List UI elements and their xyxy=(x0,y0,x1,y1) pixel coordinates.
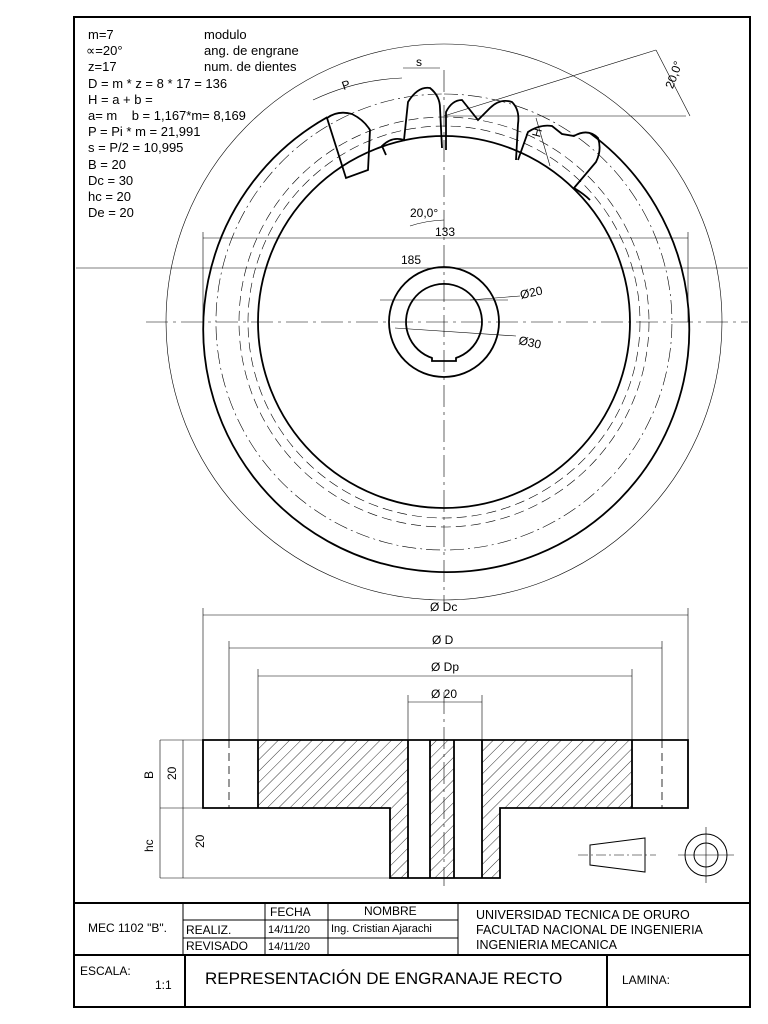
label-dia-20: Ø20 xyxy=(519,283,544,301)
title-block xyxy=(74,902,750,1007)
label-B-value: 20 xyxy=(165,766,179,780)
label-Dp: Ø Dp xyxy=(431,660,459,674)
title-block-text: MEC 1102 "B". FECHA NOMBRE REALIZ. REVIS… xyxy=(80,904,704,992)
author-name: Ing. Cristian Ajarachi xyxy=(331,923,432,935)
projection-symbol xyxy=(578,827,734,883)
label-dia-20-section: Ø 20 xyxy=(431,687,457,701)
section-outline xyxy=(202,739,689,879)
gear-section-view: Ø Dc Ø D Ø Dp Ø 20 B 20 hc 20 xyxy=(142,600,689,886)
escala-value: 1:1 xyxy=(155,978,172,992)
hatch-hub-left xyxy=(390,808,408,878)
label-s: s xyxy=(416,55,422,69)
param-7-lhs: s = P/2 = 10,995 xyxy=(88,140,183,155)
front-dim-labels: 20,0° P s H 20,0° 133 185 Ø20 Ø30 xyxy=(340,55,685,352)
param-2-lhs: z=17 xyxy=(88,59,117,74)
param-11-lhs: De = 20 xyxy=(88,205,134,220)
course-code: MEC 1102 "B". xyxy=(88,921,167,935)
col-nombre: NOMBRE xyxy=(364,904,417,918)
front-centerlines xyxy=(146,70,748,604)
label-H: H xyxy=(529,127,545,139)
university-line-1: UNIVERSIDAD TECNICA DE ORURO xyxy=(476,908,690,922)
hatch-hub-right xyxy=(482,808,500,878)
param-1-lhs: ∝=20° xyxy=(86,43,123,58)
lamina-label: LAMINA: xyxy=(622,973,670,987)
drawing-title: REPRESENTACIÓN DE ENGRANAJE RECTO xyxy=(205,969,562,988)
row-realiz: REALIZ. xyxy=(186,923,231,937)
col-fecha: FECHA xyxy=(270,905,311,919)
hub-bore-keyway xyxy=(405,282,483,362)
row-revisado: REVISADO xyxy=(186,939,248,953)
param-10-lhs: hc = 20 xyxy=(88,189,131,204)
gear-tooth xyxy=(380,86,443,156)
param-0-lhs: m=7 xyxy=(88,27,114,42)
param-6-lhs: P = Pi * m = 21,991 xyxy=(88,124,201,139)
university-line-3: INGENIERIA MECANICA xyxy=(476,938,618,952)
param-9-lhs: Dc = 30 xyxy=(88,173,133,188)
tooth-root-line xyxy=(573,187,591,201)
gear-rim-outer xyxy=(202,116,691,573)
label-angle-mid: 20,0° xyxy=(410,206,438,220)
escala-label: ESCALA: xyxy=(80,964,131,978)
label-hc: hc xyxy=(142,839,156,852)
param-3-lhs: D = m * z = 8 * 17 = 136 xyxy=(88,76,227,91)
param-1-rhs: ang. de engrane xyxy=(204,43,299,58)
label-D: Ø D xyxy=(432,633,454,647)
gear-tooth xyxy=(445,99,520,161)
param-0-rhs: modulo xyxy=(204,27,247,42)
label-Dc: Ø Dc xyxy=(430,600,457,614)
param-8-lhs: B = 20 xyxy=(88,157,126,172)
param-2-rhs: num. de dientes xyxy=(204,59,297,74)
pitch-circle xyxy=(215,93,673,551)
hatch-left-web xyxy=(258,740,408,808)
sheet-border xyxy=(73,16,751,1008)
label-dim-133: 133 xyxy=(435,225,455,239)
param-4-lhs: H = a + b = xyxy=(88,92,153,107)
label-P: P xyxy=(340,77,352,93)
label-dim-185: 185 xyxy=(401,253,421,267)
date-revisado: 14/11/20 xyxy=(268,941,310,953)
gear-tooth xyxy=(517,124,601,189)
label-dia-30: Ø30 xyxy=(517,333,542,351)
label-angle-top: 20,0° xyxy=(662,59,685,90)
parameters-block: m=7 modulo ∝=20° ang. de engrane z=17 nu… xyxy=(86,27,299,220)
param-5-lhs: a= m b = 1,167*m= 8,169 xyxy=(88,108,246,123)
label-B: B xyxy=(142,771,156,779)
gear-tooth xyxy=(325,111,371,180)
hatch-bore xyxy=(430,740,454,878)
front-dimensions xyxy=(76,49,748,337)
date-realiz: 14/11/20 xyxy=(268,924,310,936)
label-hc-value: 20 xyxy=(193,834,207,848)
hatch-right-web xyxy=(482,740,632,808)
university-line-2: FACULTAD NACIONAL DE INGENIERIA xyxy=(476,923,704,937)
